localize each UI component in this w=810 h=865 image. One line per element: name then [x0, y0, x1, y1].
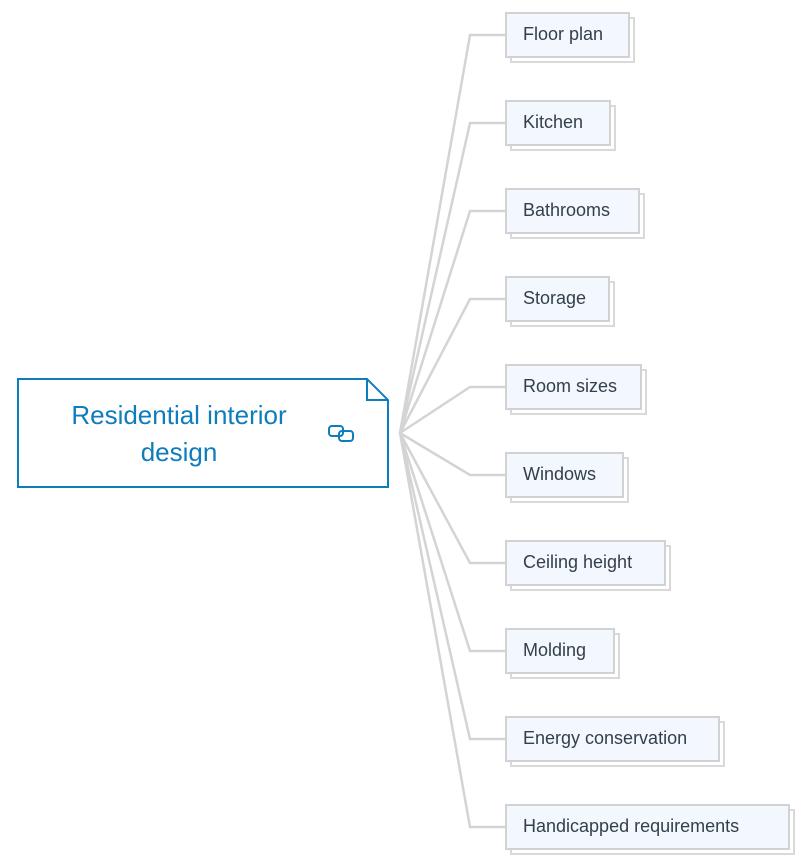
branch-topic-label: Molding	[523, 640, 587, 660]
connector-line	[398, 33, 505, 434]
branch-topic[interactable]: Floor plan	[505, 12, 635, 63]
connector-line	[398, 297, 505, 434]
branch-topic-label: Floor plan	[523, 24, 604, 44]
branch-topic-label: Energy conservation	[523, 728, 688, 748]
connector-line	[398, 121, 505, 434]
branch-topic-label: Bathrooms	[523, 200, 611, 220]
branch-topic-label: Storage	[523, 288, 587, 308]
branch-topic[interactable]: Ceiling height	[505, 540, 671, 591]
connector-line	[398, 432, 505, 741]
connector-line	[399, 431, 505, 477]
branch-topic-box: Ceiling height	[505, 540, 666, 586]
branch-topic[interactable]: Energy conservation	[505, 716, 725, 767]
branch-topic[interactable]: Molding	[505, 628, 620, 679]
central-topic-frame	[17, 378, 389, 488]
central-topic-label: Residential interior design	[71, 400, 287, 467]
branch-topic[interactable]: Kitchen	[505, 100, 616, 151]
branch-topic-box: Kitchen	[505, 100, 611, 146]
branch-topic[interactable]: Bathrooms	[505, 188, 645, 239]
branch-topic-label: Handicapped requirements	[523, 816, 740, 836]
connector-line	[398, 209, 505, 434]
branch-topic-box: Storage	[505, 276, 610, 322]
branch-topic-box: Molding	[505, 628, 615, 674]
branch-topic-label: Windows	[523, 464, 597, 484]
linked-topic-icon[interactable]	[327, 422, 357, 444]
connector-line	[398, 432, 505, 653]
branch-topic-box: Room sizes	[505, 364, 642, 410]
branch-topic-label: Kitchen	[523, 112, 584, 132]
branch-topic-box: Floor plan	[505, 12, 630, 58]
branch-topic-label: Ceiling height	[523, 552, 633, 572]
branch-topic-box: Energy conservation	[505, 716, 720, 762]
branch-topic[interactable]: Windows	[505, 452, 629, 503]
branch-topic-label: Room sizes	[523, 376, 618, 396]
central-topic[interactable]: Residential interior design	[17, 378, 389, 488]
connector-line	[398, 432, 505, 565]
branch-topic[interactable]: Handicapped requirements	[505, 804, 795, 855]
branch-topic-box: Windows	[505, 452, 624, 498]
branch-topic-box: Bathrooms	[505, 188, 640, 234]
branch-topic[interactable]: Storage	[505, 276, 615, 327]
connector-line	[399, 385, 505, 435]
branch-topic-box: Handicapped requirements	[505, 804, 790, 850]
connector-line	[398, 432, 505, 829]
branch-topic[interactable]: Room sizes	[505, 364, 647, 415]
